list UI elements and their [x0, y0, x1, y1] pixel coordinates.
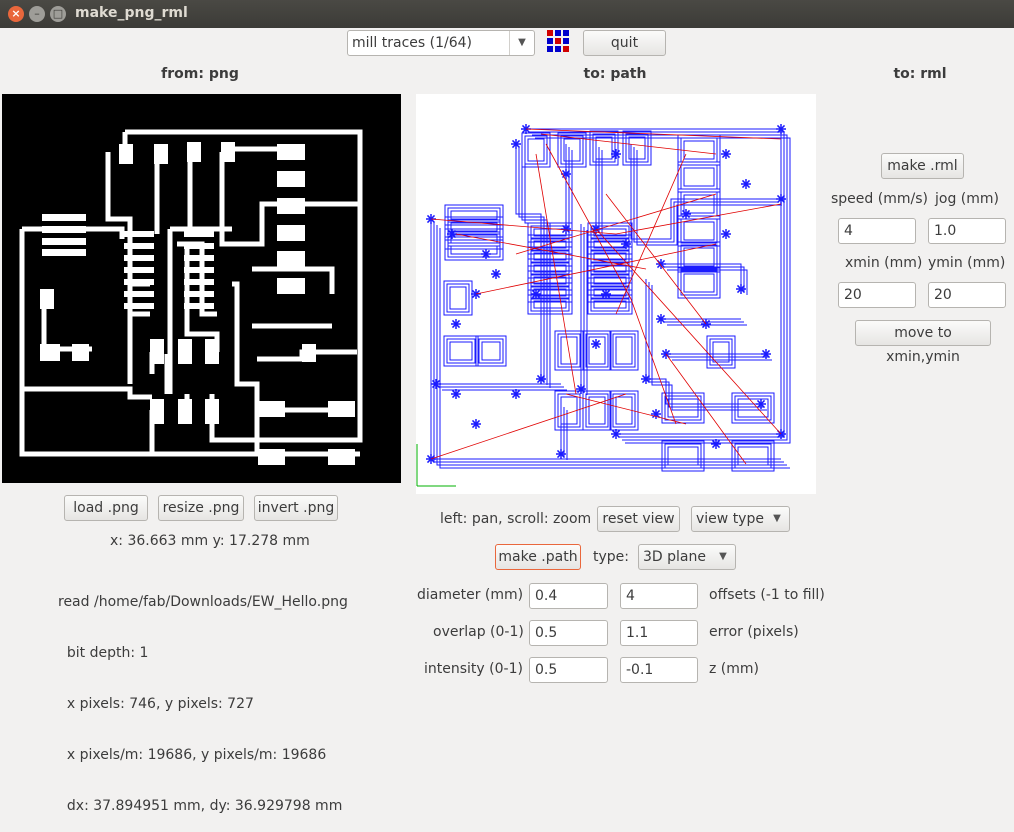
z-field[interactable]: -0.1 [620, 657, 698, 683]
error-label: error (pixels) [709, 624, 799, 640]
ymin-field[interactable]: 20 [928, 282, 1006, 308]
intensity-field[interactable]: 0.5 [529, 657, 608, 683]
invert-png-button[interactable]: invert .png [254, 495, 338, 521]
png-info-line: bit depth: 1 [58, 645, 149, 661]
minimize-icon[interactable]: – [29, 6, 45, 22]
xmin-label: xmin (mm) [845, 255, 923, 271]
diameter-field[interactable]: 0.4 [529, 583, 608, 609]
intensity-label: intensity (0-1) [424, 661, 523, 677]
mode-select-value: mill traces (1/64) [352, 35, 472, 51]
quit-button[interactable]: quit [583, 30, 666, 56]
resize-png-button[interactable]: resize .png [158, 495, 244, 521]
z-label: z (mm) [709, 661, 759, 677]
speed-field[interactable]: 4 [838, 218, 916, 244]
mode-select[interactable]: mill traces (1/64) ▼ [347, 30, 535, 56]
overlap-label: overlap (0-1) [433, 624, 524, 640]
diameter-label: diameter (mm) [417, 587, 524, 603]
overlap-field[interactable]: 0.5 [529, 620, 608, 646]
png-info-line: x pixels/m: 19686, y pixels/m: 19686 [58, 747, 327, 763]
title-bar: × – □ make_png_rml [0, 0, 1014, 28]
pan-zoom-hint: left: pan, scroll: zoom [440, 511, 592, 527]
offsets-field[interactable]: 4 [620, 583, 698, 609]
chevron-down-icon: ▼ [773, 513, 781, 524]
png-info: read /home/fab/Downloads/EW_Hello.png bi… [58, 560, 348, 832]
close-icon[interactable]: × [8, 6, 24, 22]
png-info-line: x pixels: 746, y pixels: 727 [58, 696, 254, 712]
png-info-line: read /home/fab/Downloads/EW_Hello.png [58, 594, 348, 610]
type-select[interactable]: 3D plane ▼ [638, 544, 736, 570]
maximize-icon[interactable]: □ [50, 6, 66, 22]
jog-field[interactable]: 1.0 [928, 218, 1006, 244]
view-type-select[interactable]: view type ▼ [691, 506, 790, 532]
chevron-down-icon: ▼ [509, 31, 534, 55]
png-info-line: dx: 37.894951 mm, dy: 36.929798 mm [58, 798, 343, 814]
type-select-value: 3D plane [643, 549, 706, 565]
chevron-down-icon: ▼ [719, 551, 727, 562]
to-path-header: to: path [583, 66, 647, 82]
offsets-label: offsets (-1 to fill) [709, 587, 825, 603]
move-to-xmin-ymin-button[interactable]: move to xmin,ymin [855, 320, 991, 365]
ymin-label: ymin (mm) [928, 255, 1006, 271]
speed-label: speed (mm/s) [831, 191, 928, 207]
path-preview[interactable] [416, 94, 816, 494]
palette-icon[interactable] [545, 29, 573, 55]
reset-view-button[interactable]: reset view [597, 506, 680, 532]
from-png-header: from: png [161, 66, 239, 82]
load-png-button[interactable]: load .png [64, 495, 148, 521]
make-rml-button[interactable]: make .rml [881, 153, 964, 179]
xmin-field[interactable]: 20 [838, 282, 916, 308]
to-rml-header: to: rml [893, 66, 947, 82]
jog-label: jog (mm) [935, 191, 999, 207]
cursor-coordinates: x: 36.663 mm y: 17.278 mm [110, 533, 310, 549]
error-field[interactable]: 1.1 [620, 620, 698, 646]
type-label: type: [593, 549, 629, 565]
make-path-button[interactable]: make .path [495, 544, 581, 570]
window-title: make_png_rml [75, 5, 188, 21]
png-preview[interactable] [2, 94, 401, 483]
view-type-label: view type [696, 511, 764, 527]
